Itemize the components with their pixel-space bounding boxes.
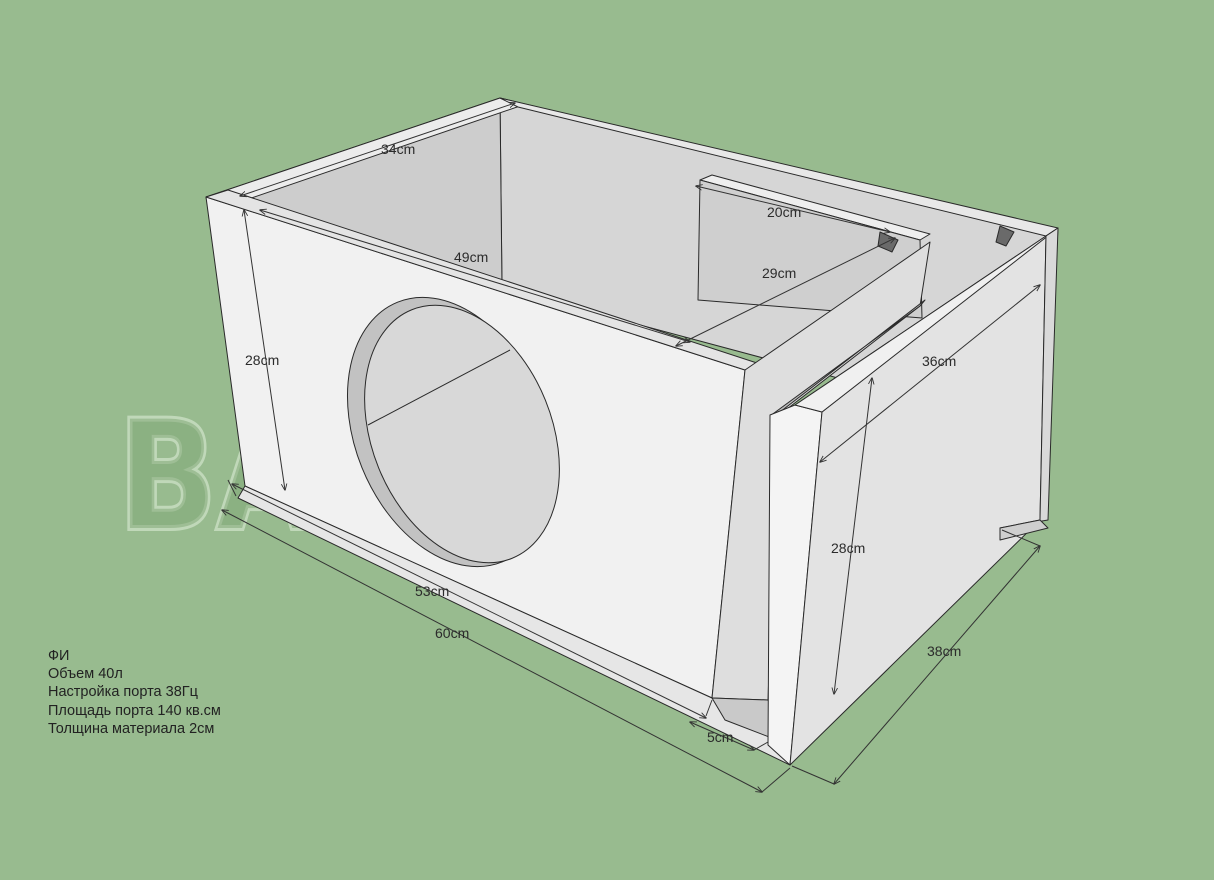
box-body xyxy=(205,97,1059,766)
dim-line-20 xyxy=(696,186,890,232)
design-notes: ФИ Объем 40л Настройка порта 38Гц Площад… xyxy=(48,647,221,738)
dim-line-49 xyxy=(260,210,690,342)
dim-line-28-left xyxy=(244,210,285,490)
dim-line-38 xyxy=(834,546,1040,784)
speaker-hole-divider-line xyxy=(367,349,511,426)
dim-label-29: 29cm xyxy=(762,265,796,281)
right-bottom-edge xyxy=(999,519,1049,541)
dimension-lines xyxy=(222,103,1040,792)
dim-label-49: 49cm xyxy=(454,249,488,265)
note-type: ФИ xyxy=(48,648,70,664)
dim-line-29 xyxy=(676,238,895,346)
dim-line-60 xyxy=(222,510,762,792)
note-volume: Объем 40л xyxy=(48,666,123,683)
dim-label-28-left: 28cm xyxy=(245,352,279,368)
dimension-labels: 34cm 49cm 20cm 29cm 36cm 28cm 28cm 53cm … xyxy=(245,141,961,745)
dim-label-34: 34cm xyxy=(381,141,415,157)
note-material-thickness: Толщина материала 2см xyxy=(48,720,215,737)
dim-label-60: 60cm xyxy=(435,625,469,641)
dim-label-28-right: 28cm xyxy=(831,540,865,556)
note-port-tuning: Настройка порта 38Гц xyxy=(48,684,198,701)
dim-label-38: 38cm xyxy=(927,643,961,659)
dim-line-34 xyxy=(240,103,515,196)
dim-label-5: 5cm xyxy=(707,729,733,745)
dim-label-36: 36cm xyxy=(922,353,956,369)
dim-label-20: 20cm xyxy=(767,204,801,220)
dim-line-5 xyxy=(690,722,754,750)
dim-label-53: 53cm xyxy=(415,583,449,599)
note-port-area: Площадь порта 140 кв.см xyxy=(48,702,221,719)
back-notch xyxy=(995,225,1015,247)
